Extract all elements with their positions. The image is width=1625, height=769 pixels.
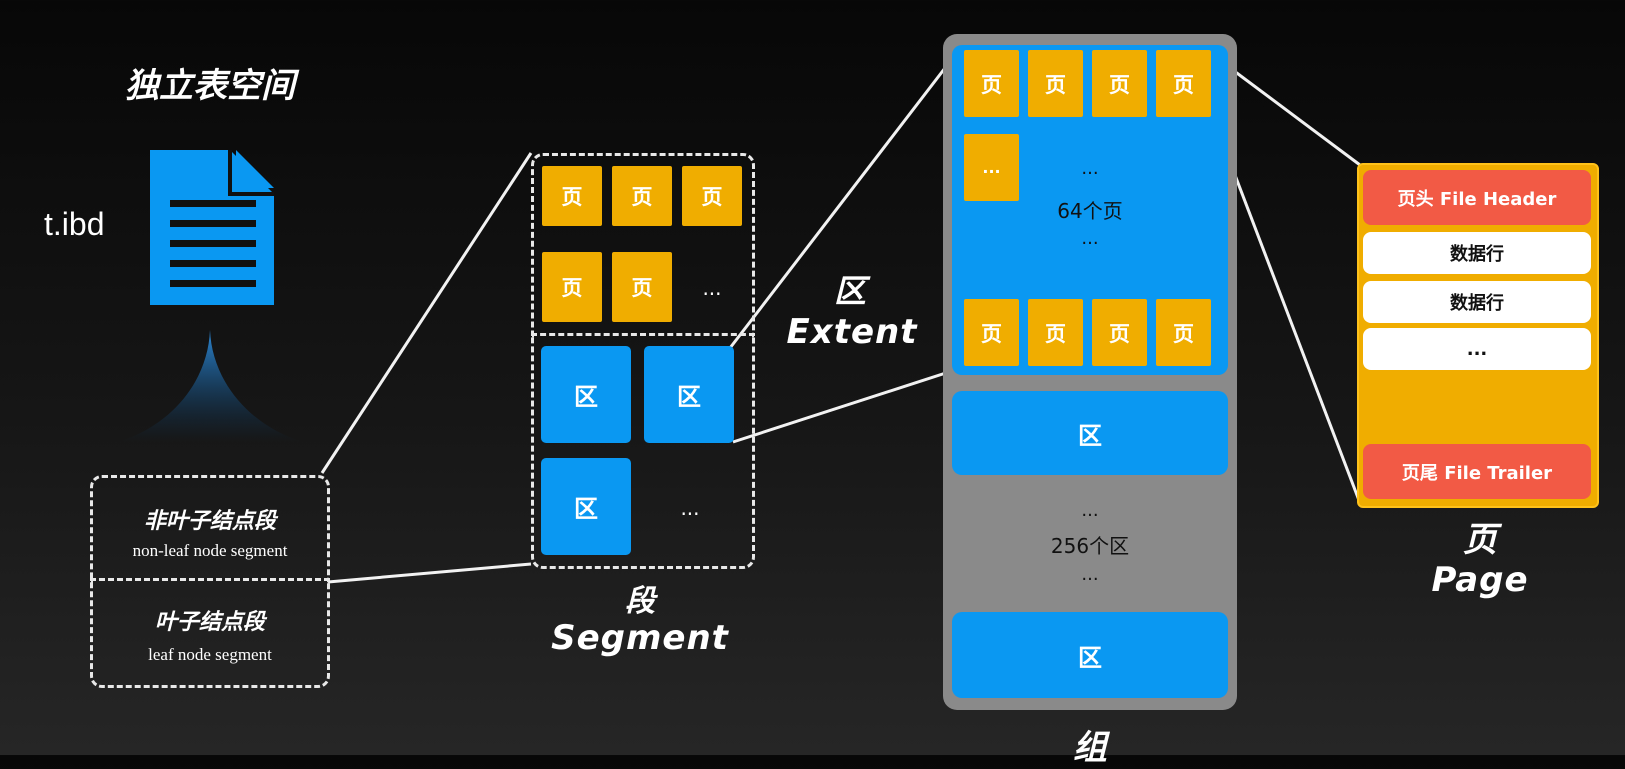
group-extent-last: 区 (952, 612, 1228, 698)
segment-title-cn: 段 (625, 584, 655, 619)
extent-caption-en: Extent (786, 312, 918, 352)
segment-page-4: 页 (542, 252, 602, 322)
segment-extent-2: 区 (644, 346, 734, 443)
spotlight-glow (118, 330, 303, 442)
group-extent-1: 区 (952, 391, 1228, 475)
group-page-2: 页 (1028, 50, 1083, 117)
leaf-segment-box (90, 578, 330, 688)
group-extents-ellipsis-top: ... (1081, 500, 1099, 521)
page-title-cn: 页 (1463, 520, 1497, 560)
group-page-1: 页 (964, 50, 1019, 117)
page-data-row-more: ... (1363, 328, 1591, 370)
segment-extent-3: 区 (541, 458, 631, 555)
group-page-7: 页 (1092, 299, 1147, 366)
extent-caption-cn: 区 (833, 272, 866, 310)
non-leaf-segment-cn: 非叶子结点段 (143, 509, 276, 534)
page-file-trailer: 页尾 File Trailer (1363, 444, 1591, 499)
file-icon (150, 150, 274, 305)
leaf-segment-en: leaf node segment (148, 645, 272, 664)
line-segment-top (320, 152, 533, 474)
line-extent-top (728, 54, 957, 349)
group-extents-ellipsis-bottom: ... (1081, 564, 1099, 585)
segment-pages-box (531, 153, 755, 336)
group-page-5: 页 (964, 299, 1019, 366)
segment-pages-ellipsis: ... (702, 276, 722, 300)
tablespace-title: 独立表空间 (125, 66, 295, 106)
non-leaf-segment-box (90, 475, 330, 581)
segment-extent-1: 区 (541, 346, 631, 443)
group-pages-count: 64个页 (1057, 199, 1123, 223)
group-pages-ellipsis-top: ... (1081, 158, 1099, 179)
group-title-cn: 组 (1073, 728, 1107, 768)
non-leaf-segment-en: non-leaf node segment (132, 541, 288, 560)
group-page-4: 页 (1156, 50, 1211, 117)
page-data-row-2: 数据行 (1363, 281, 1591, 323)
line-page-bottom (1212, 119, 1362, 504)
file-name: t.ibd (44, 206, 105, 242)
group-page-6: 页 (1028, 299, 1083, 366)
group-page-3: 页 (1092, 50, 1147, 117)
segment-page-5: 页 (612, 252, 672, 322)
segment-page-2: 页 (612, 166, 672, 226)
line-extent-bottom (732, 368, 956, 444)
segment-extents-ellipsis: ... (680, 496, 700, 520)
group-page-more: ... (964, 134, 1019, 201)
segment-extents-box (531, 333, 755, 569)
group-pages-ellipsis-bottom: ... (1081, 228, 1099, 249)
page-file-header: 页头 File Header (1363, 170, 1591, 225)
leaf-segment-cn: 叶子结点段 (154, 610, 265, 635)
segment-page-3: 页 (682, 166, 742, 226)
group-extents-count: 256个区 (1050, 534, 1130, 558)
segment-title-en: Segment (551, 618, 729, 658)
line-page-top (1213, 54, 1361, 167)
line-segment-bottom (327, 562, 532, 584)
group-page-8: 页 (1156, 299, 1211, 366)
segment-page-1: 页 (542, 166, 602, 226)
page-title-en: Page (1431, 560, 1529, 600)
page-data-row-1: 数据行 (1363, 232, 1591, 274)
